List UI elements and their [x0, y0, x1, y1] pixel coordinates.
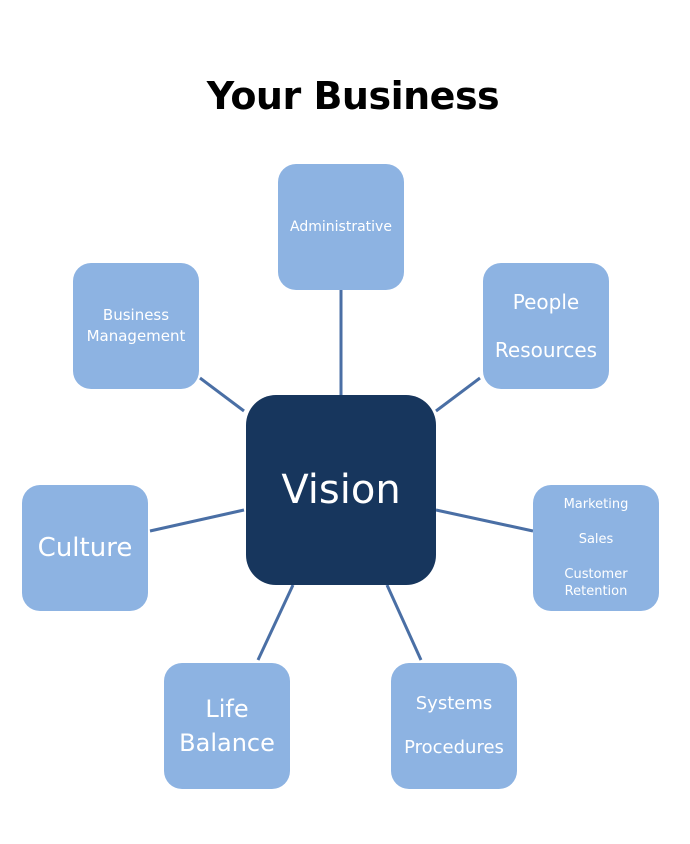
- node-label: Business: [102, 306, 170, 324]
- node-administrative: Administrative: [278, 164, 404, 290]
- node-marketing-sales: Marketing Sales Customer Retention: [533, 485, 659, 611]
- node-label: Sales: [578, 532, 614, 547]
- node-label: People: [512, 290, 580, 314]
- node-label: Management: [86, 327, 186, 345]
- node-culture: Culture: [22, 485, 148, 611]
- node-life-balance: Life Balance: [164, 663, 290, 789]
- connector-life-balance: [256, 584, 295, 661]
- center-node-label: Vision: [281, 467, 401, 513]
- connector-systems-procedures: [385, 584, 423, 661]
- node-label: Procedures: [404, 737, 504, 758]
- node-label: Systems: [415, 693, 493, 714]
- node-label: Customer: [564, 567, 628, 582]
- node-business-management: Business Management: [73, 263, 199, 389]
- node-label: Culture: [37, 533, 133, 563]
- diagram-title: Your Business: [206, 74, 500, 118]
- connector-people-resources: [435, 376, 481, 413]
- center-node-vision: Vision: [246, 395, 436, 585]
- node-label: Administrative: [290, 219, 392, 235]
- connector-marketing-sales: [435, 508, 534, 533]
- node-label: Balance: [179, 729, 275, 757]
- node-label: Life: [205, 695, 249, 723]
- connector-culture: [149, 508, 245, 533]
- node-people-resources: People Resources: [483, 263, 609, 389]
- node-label: Marketing: [563, 497, 629, 512]
- connector-business-management: [199, 376, 245, 413]
- node-label: Resources: [494, 338, 598, 362]
- node-systems-procedures: Systems Procedures: [391, 663, 517, 789]
- node-label: Retention: [564, 584, 628, 599]
